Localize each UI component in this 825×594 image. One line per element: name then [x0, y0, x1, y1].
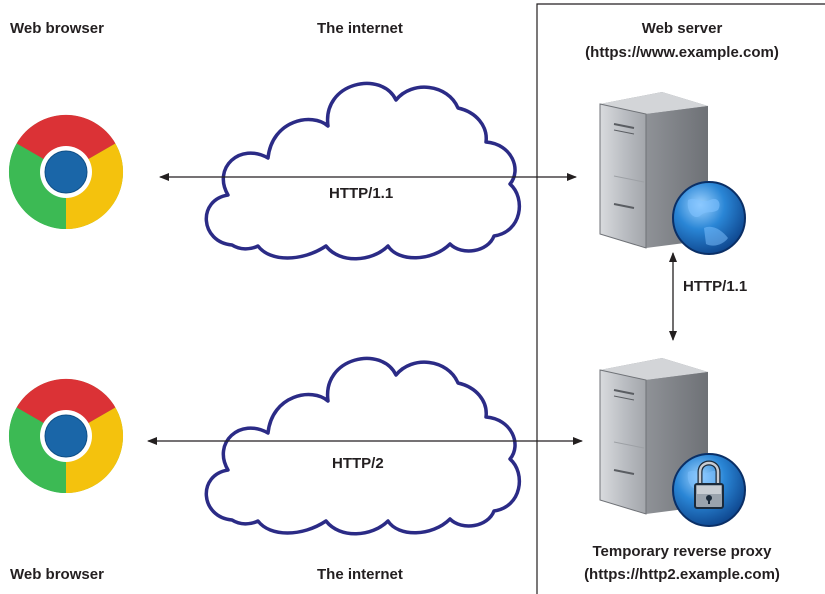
web-server-globe-icon: [599, 92, 746, 255]
internet-label-bottom: The internet: [317, 566, 403, 583]
cloud-icon: [204, 356, 522, 536]
protocol-label-http11-vertical: HTTP/1.1: [683, 278, 748, 295]
web-server-title: Web server: [641, 20, 723, 37]
protocol-label-http11: HTTP/1.1: [329, 185, 394, 202]
web-browser-label-top: Web browser: [10, 20, 104, 37]
proxy-url: (https://http2.example.com): [584, 566, 780, 583]
web-browser-label-bottom: Web browser: [10, 566, 104, 583]
chrome-browser-icon: [8, 378, 124, 493]
divider-line: [536, 3, 825, 594]
web-server-url: (https://www.example.com): [585, 44, 779, 61]
internet-label-top: The internet: [317, 20, 403, 37]
cloud-icon: [204, 81, 522, 261]
chrome-browser-icon: [8, 114, 124, 230]
protocol-label-http2: HTTP/2: [332, 455, 384, 472]
proxy-title: Temporary reverse proxy: [592, 543, 772, 560]
proxy-server-lock-globe-icon: [599, 358, 746, 527]
